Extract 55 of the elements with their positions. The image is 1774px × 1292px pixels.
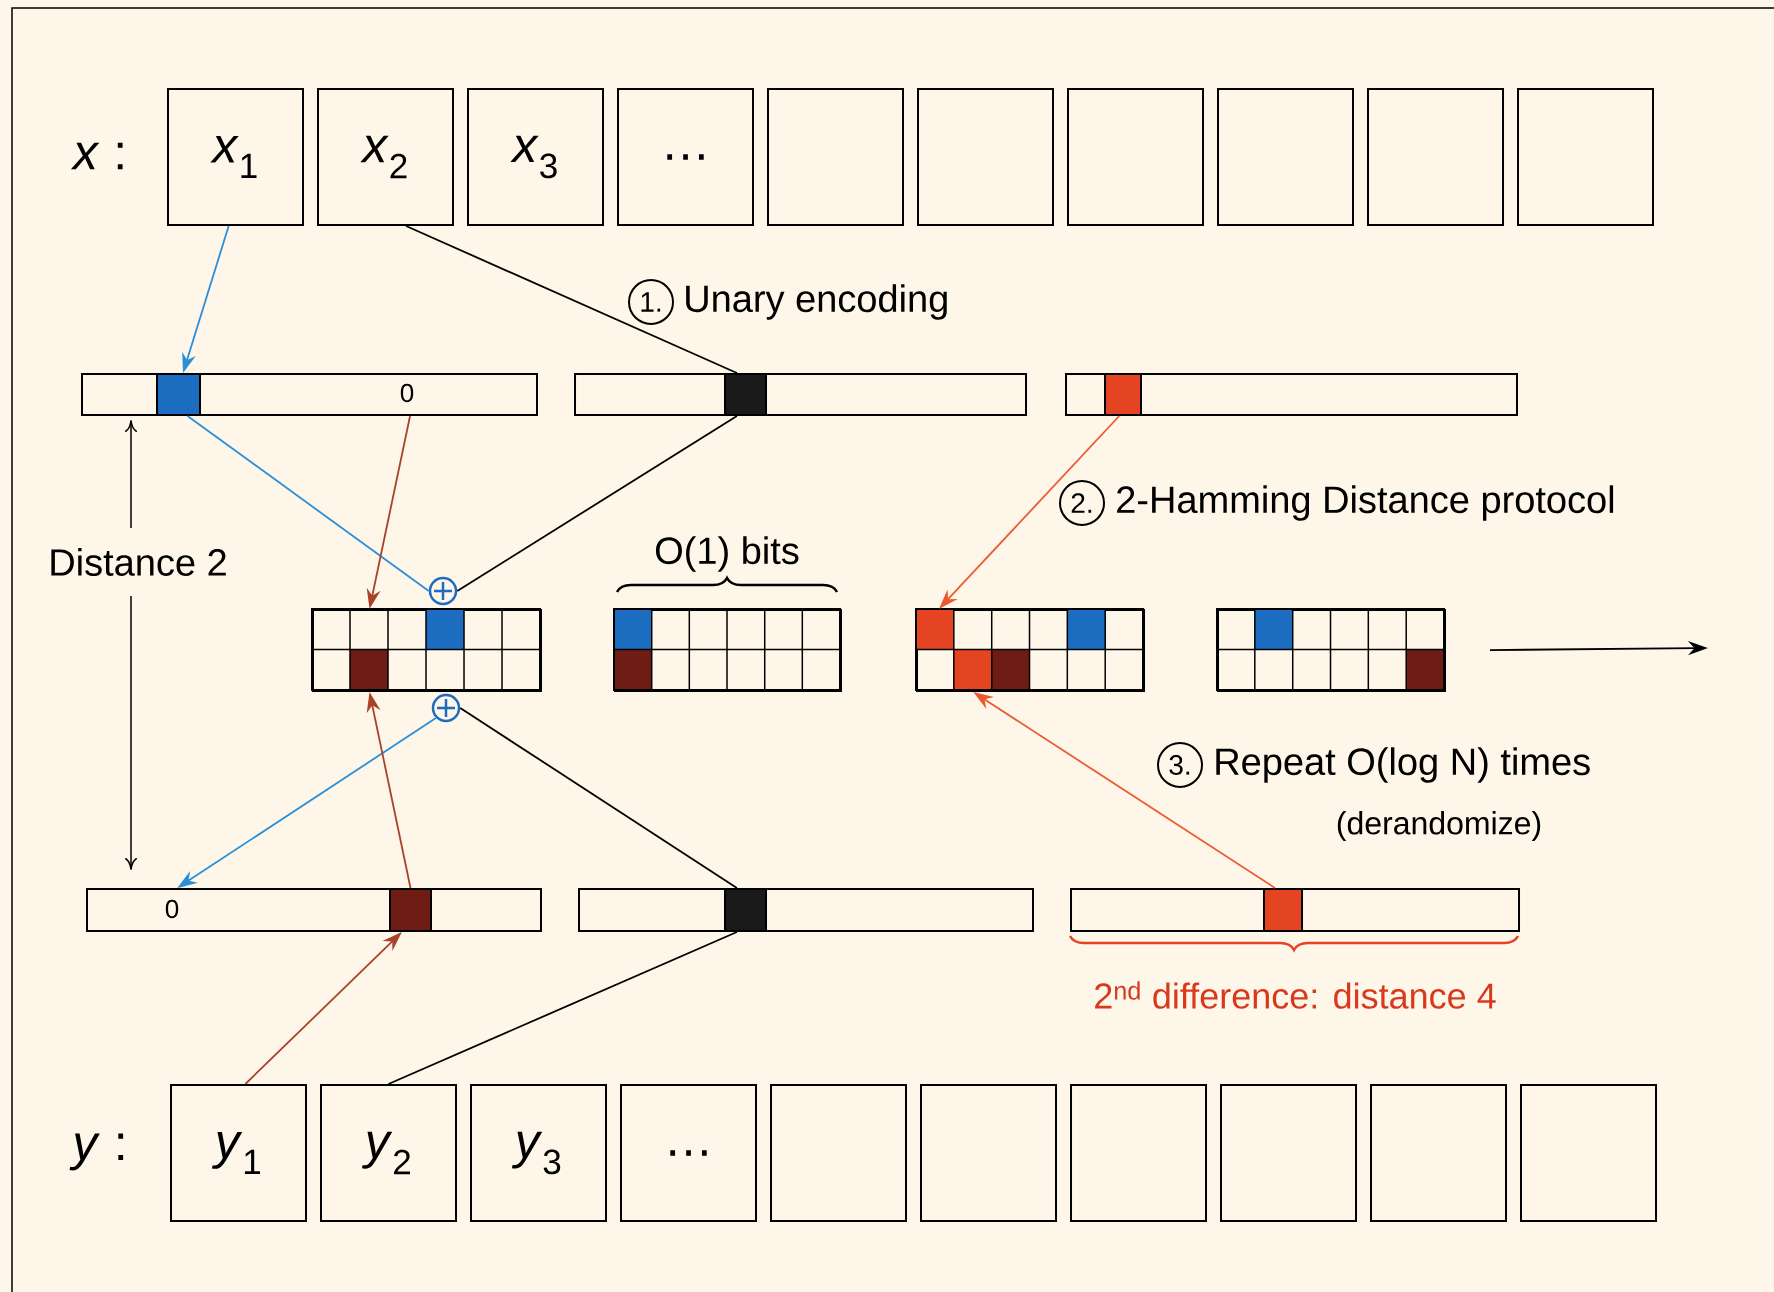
sequence-cell	[1520, 1084, 1657, 1222]
step-label: 2-Hamming Distance protocol	[1117, 485, 1614, 521]
step-label: Repeat O(log N) times	[1216, 747, 1590, 783]
marked-bit	[724, 888, 767, 932]
sequence-cell	[767, 88, 904, 226]
sequence-cell	[1220, 1084, 1357, 1222]
sequence-cell: y$_{3}$	[470, 1084, 607, 1222]
sequence-cell	[917, 88, 1054, 226]
xor-symbol	[431, 693, 461, 723]
unary-bar: 0	[86, 888, 542, 932]
step-number: 3.	[1157, 742, 1203, 788]
xor-symbol	[428, 576, 458, 606]
connector-line	[405, 225, 738, 374]
marked-bit	[1104, 373, 1142, 416]
sequence-label: y :	[69, 1133, 124, 1171]
sequence-cell	[1217, 88, 1354, 226]
unary-bar	[578, 888, 1034, 932]
sequence-cell: …	[620, 1084, 757, 1222]
marked-bit	[156, 373, 201, 416]
sequence-label: x :	[70, 142, 123, 170]
bit-grid	[613, 608, 842, 692]
connector-line	[456, 415, 738, 592]
sequence-cell	[1070, 1084, 1207, 1222]
sequence-cell: y$_{2}$	[320, 1084, 457, 1222]
sequence-cell: …	[617, 88, 754, 226]
sequence-cell: x$_{3}$	[467, 88, 604, 226]
sequence-cell	[770, 1084, 907, 1222]
sequence-cell	[1370, 1084, 1507, 1222]
bit-grid	[311, 608, 542, 692]
step-number: 1.	[628, 279, 674, 325]
unary-bar	[1070, 888, 1520, 932]
marked-bit	[1263, 888, 1303, 932]
brace-label: O(1) bits	[655, 536, 799, 572]
sequence-cell	[1367, 88, 1504, 226]
dimension-label: Distance 2	[51, 548, 226, 576]
sequence-cell	[920, 1084, 1057, 1222]
bit-grid	[1216, 608, 1446, 692]
unary-bar	[1065, 373, 1518, 416]
sequence-cell	[1517, 88, 1654, 226]
sequence-cell: x$_{1}$	[167, 88, 304, 226]
unary-bar	[574, 373, 1027, 416]
sequence-cell	[1067, 88, 1204, 226]
note: 2$^{nd}$ difference: distance 4	[1095, 981, 1496, 1009]
step-number: 2.	[1059, 480, 1105, 526]
connector-line	[387, 931, 738, 1085]
connector-line	[459, 707, 738, 889]
marked-bit	[389, 888, 432, 932]
marked-bit	[724, 373, 767, 416]
note: (derandomize)	[1337, 811, 1541, 841]
step-label: Unary encoding	[686, 284, 947, 320]
sequence-cell: x$_{2}$	[317, 88, 454, 226]
bit-grid	[915, 608, 1145, 692]
sequence-cell: y$_{1}$	[170, 1084, 307, 1222]
unary-bar: 0	[81, 373, 538, 416]
connector-line	[186, 415, 430, 592]
